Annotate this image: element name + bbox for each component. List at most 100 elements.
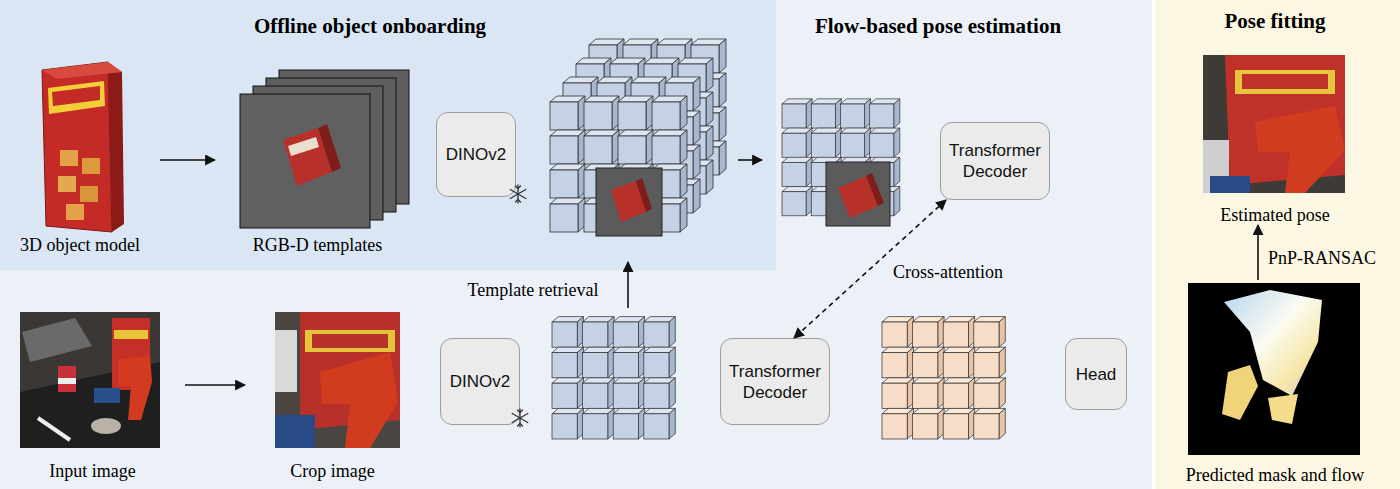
flow-arrow xyxy=(738,159,762,161)
marker-pen xyxy=(38,418,70,440)
connector-arrow xyxy=(160,159,215,161)
feature-grid xyxy=(563,77,700,213)
cracker-box-logo xyxy=(312,334,388,348)
thumbnail-box-side xyxy=(866,173,884,206)
mask-background xyxy=(1188,283,1360,455)
encoder-box: DINOv2 xyxy=(440,338,520,425)
template-card xyxy=(240,94,370,228)
crop-photo: Crop image xyxy=(245,305,420,481)
retrieval-arrow xyxy=(627,262,629,308)
frozen-icon xyxy=(510,185,526,203)
flow-region xyxy=(1268,394,1298,424)
soup-can xyxy=(58,366,76,392)
decoder-box: Transformer Decoder xyxy=(720,338,830,425)
feature-grid xyxy=(550,96,687,232)
cracker-box-band xyxy=(305,330,395,352)
panel-heading: Pose fitting xyxy=(1175,8,1375,34)
image-caption: RGB-D templates xyxy=(215,235,420,255)
template-card xyxy=(266,78,396,212)
cracker-box xyxy=(300,312,400,430)
object-model-image: 3D object model xyxy=(0,55,160,255)
rendered-box-label xyxy=(288,137,319,156)
feature-grid xyxy=(782,99,900,216)
crop-photo-illustration xyxy=(275,312,400,448)
keyboard xyxy=(22,318,92,362)
connector-arrow xyxy=(1257,225,1259,280)
box-side xyxy=(108,62,124,232)
cracker-box xyxy=(1225,55,1345,185)
attention-link xyxy=(794,200,946,338)
photo-background xyxy=(20,312,160,448)
cracker xyxy=(82,158,100,174)
object-model-illustration xyxy=(42,62,124,232)
box-label: Transformer Decoder xyxy=(725,361,825,403)
tuna-can xyxy=(91,418,121,434)
thumbnail-box xyxy=(611,181,646,222)
box-label: Transformer Decoder xyxy=(945,140,1045,182)
cracker-box-logo xyxy=(1242,74,1328,89)
estimated-pose-illustration xyxy=(1203,55,1345,193)
flow-region xyxy=(1222,365,1258,420)
template-thumbnail xyxy=(596,168,662,236)
rendered-box xyxy=(283,128,332,186)
logo-mark xyxy=(52,86,100,106)
feature-grid xyxy=(552,317,675,439)
image-caption: Estimated pose xyxy=(1190,205,1360,225)
template-card xyxy=(253,86,383,220)
pose-result-image: Estimated pose xyxy=(1190,50,1360,225)
image-caption: Crop image xyxy=(245,461,420,481)
panel-heading: Offline object onboarding xyxy=(210,13,530,39)
image-caption: Predicted mask and flow xyxy=(1180,465,1370,485)
box-label: DINOv2 xyxy=(450,371,510,392)
drill xyxy=(1255,106,1345,193)
image-caption: 3D object model xyxy=(0,235,160,255)
pose-fitting-panel: Pose fittingEstimated posePredicted mask… xyxy=(1155,0,1400,489)
flow-region xyxy=(1224,290,1322,396)
template-card xyxy=(279,70,409,204)
can xyxy=(275,330,297,392)
spam-can xyxy=(1210,176,1250,193)
cracker xyxy=(60,150,78,166)
encoder-box: DINOv2 xyxy=(436,112,516,197)
drill xyxy=(118,355,152,420)
mask-flow-image: Predicted mask and flow xyxy=(1180,280,1370,485)
cracker-box-band xyxy=(114,330,148,339)
thumbnail-box-side xyxy=(636,178,652,212)
table-surface xyxy=(20,362,160,448)
panel-heading: Flow-based pose estimation xyxy=(778,13,1098,39)
photo-background xyxy=(275,312,400,448)
frozen-icon xyxy=(512,409,528,427)
cracker-box xyxy=(112,318,150,390)
photo-background xyxy=(1203,55,1345,193)
pipeline-panel: Flow-based pose estimationOffline object… xyxy=(0,0,1152,489)
drill xyxy=(320,352,398,448)
image-caption: Input image xyxy=(0,461,185,481)
spam-can xyxy=(94,388,120,403)
template-stack: RGB-D templates xyxy=(215,55,420,255)
input-photo: Input image xyxy=(0,305,185,481)
decoded-feature-grid xyxy=(882,317,1005,439)
cracker xyxy=(58,176,76,192)
soup-can-label xyxy=(58,378,76,384)
decoder-box: Transformer Decoder xyxy=(940,122,1050,200)
thumbnail-card xyxy=(826,162,890,226)
template-thumbnail xyxy=(826,162,890,226)
feature-grid xyxy=(576,58,713,194)
input-photo-illustration xyxy=(20,312,160,448)
cracker-box-band xyxy=(1235,70,1335,94)
thumbnail-card xyxy=(596,168,662,236)
feature-grid xyxy=(589,39,726,175)
logo-band xyxy=(48,81,105,114)
head-box: Head xyxy=(1065,338,1127,410)
rendered-box-side xyxy=(318,124,341,172)
box-label: Head xyxy=(1076,364,1117,385)
mask-flow-illustration xyxy=(1188,283,1360,455)
connector-arrow xyxy=(185,384,245,386)
cracker xyxy=(66,204,84,220)
template-stack-illustration xyxy=(240,70,409,228)
spam-can xyxy=(275,415,315,448)
thumbnail-box xyxy=(838,176,878,218)
can xyxy=(1203,140,1229,193)
onboarding-band: Offline object onboarding 3D object model… xyxy=(0,0,776,270)
cracker xyxy=(80,186,98,202)
